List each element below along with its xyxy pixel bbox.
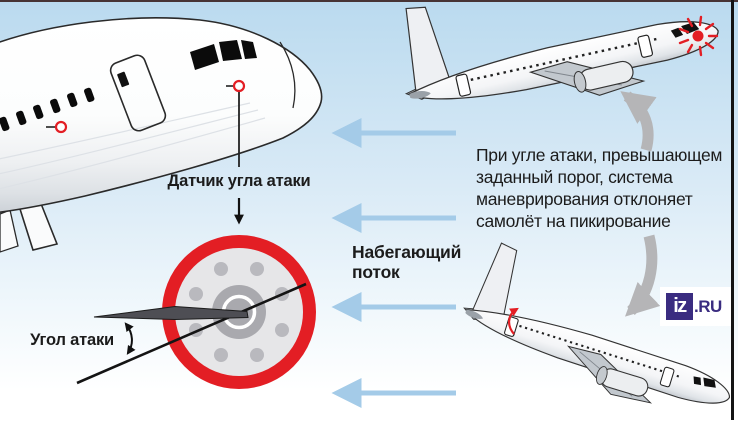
angle-of-attack-label: Угол атаки [30,331,114,349]
aoa-sensor-dial [76,235,316,389]
aoa-sensor-mark-front [232,79,246,93]
stall-warning-flash-icon [678,15,719,57]
angle-span-arc-icon [124,322,136,355]
climbing-airplane [386,0,728,139]
izru-logo: iz .RU [660,287,731,326]
passenger-windows [0,87,95,132]
airplane-nose-closeup [0,17,323,253]
elevator-deflection-arrow-icon [508,307,519,335]
dial-rivets [189,262,289,362]
izru-logo-suffix: .RU [694,296,722,316]
climb-arrow-icon [620,91,657,152]
dive-arrow-icon [625,234,661,317]
sensor-callout-label: Датчик угла атаки [167,172,311,190]
oncoming-flow-arrows [331,118,456,408]
cockpit-windows [190,40,257,70]
oncoming-flow-label: Набегающий поток [352,242,462,282]
izru-logo-square: iz [666,293,693,320]
radome-crease [279,41,296,109]
fuselage-nose [0,17,323,214]
aoa-sensor-mark-rear [54,120,68,134]
maneuver-description-text: При угле атаки, превышающем заданный пор… [476,145,723,231]
airflow-reference-line [76,282,307,385]
right-frame-line [731,0,734,420]
cabin-door [109,54,167,132]
aoa-vane [93,305,249,321]
diving-airplane [451,237,738,429]
top-frame-line [0,0,738,2]
